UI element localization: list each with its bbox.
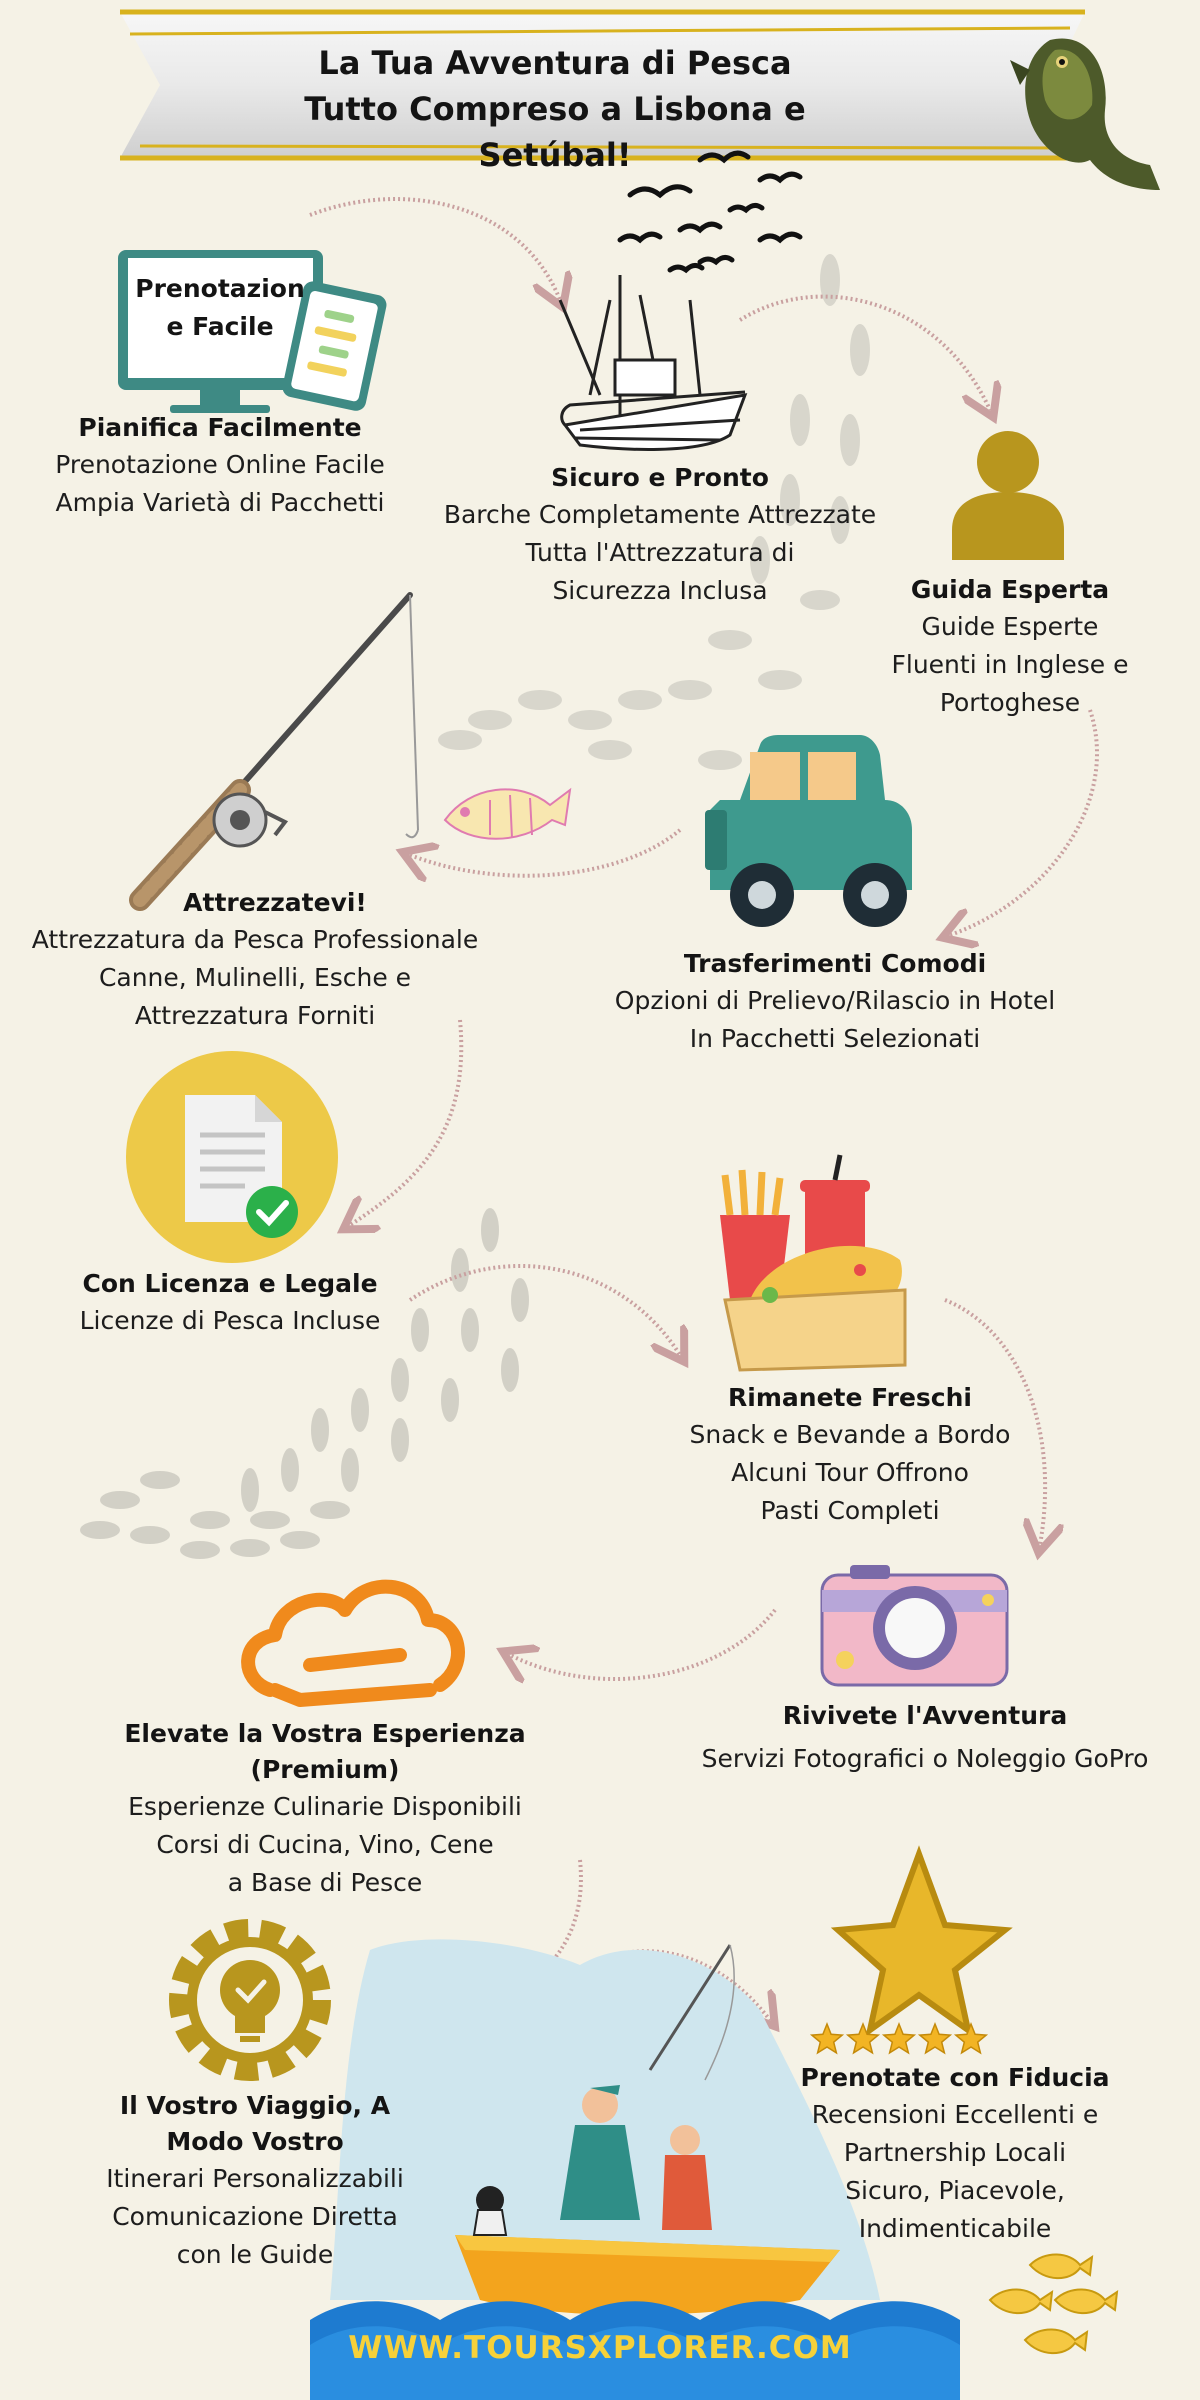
- section-trip-line-3: con le Guide: [176, 2240, 334, 2269]
- birds-icon: [617, 150, 803, 274]
- section-gear-line-3: Attrezzatura Forniti: [134, 1001, 376, 1030]
- section-license: Con Licenza e Legale Licenze di Pesca In…: [50, 1266, 410, 1340]
- section-elevate-line-3: a Base di Pesce: [227, 1868, 423, 1897]
- section-guide: Guida Esperta Guide Esperte Fluenti in I…: [870, 572, 1150, 722]
- yellow-fish-decor: [988, 2253, 1119, 2355]
- section-safe: Sicuro e Pronto Barche Completamente Att…: [430, 460, 890, 610]
- section-safe-line-2: Tutta l'Attrezzatura di: [525, 538, 795, 567]
- section-trust-line-1: Recensioni Eccellenti e: [811, 2100, 1099, 2129]
- fisherman-icon: [330, 1939, 880, 2315]
- section-relive: Rivivete l'Avventura Servizi Fotografici…: [680, 1698, 1170, 1778]
- jeep-icon: [705, 735, 912, 927]
- rating-star: [809, 2021, 845, 2055]
- rating-star: [953, 2021, 989, 2055]
- section-gear-title: Attrezzatevi!: [183, 888, 367, 917]
- section-plan-title: Pianifica Facilmente: [78, 413, 362, 442]
- section-plan-line-2: Ampia Varietà di Pacchetti: [55, 488, 385, 517]
- section-trust: Prenotate con Fiducia Recensioni Eccelle…: [790, 2060, 1120, 2248]
- section-elevate: Elevate la Vostra Esperienza (Premium) E…: [100, 1716, 550, 1902]
- section-trip-title-2: Modo Vostro: [166, 2127, 344, 2156]
- section-safe-line-1: Barche Completamente Attrezzate: [443, 500, 877, 529]
- section-gear: Attrezzatevi! Attrezzatura da Pesca Prof…: [10, 885, 500, 1035]
- section-elevate-line-1: Esperienze Culinarie Disponibili: [128, 1792, 522, 1821]
- section-transfer-title: Trasferimenti Comodi: [683, 949, 987, 978]
- section-fresh: Rimanete Freschi Snack e Bevande a Bordo…: [670, 1380, 1030, 1530]
- section-gear-line-1: Attrezzatura da Pesca Professionale: [31, 925, 479, 954]
- monitor-label-line-1: Prenotazion: [135, 274, 305, 303]
- section-safe-line-3: Sicurezza Inclusa: [552, 576, 768, 605]
- small-fish-icon: [443, 787, 572, 840]
- star-icon: [830, 1845, 1013, 2037]
- camera-icon: [820, 1565, 1009, 1687]
- section-fresh-line-2: Alcuni Tour Offrono: [731, 1458, 969, 1487]
- flow-arrows: [309, 197, 1099, 2040]
- section-elevate-title-1: Elevate la Vostra Esperienza: [124, 1719, 526, 1748]
- section-guide-line-1: Guide Esperte: [921, 612, 1099, 641]
- section-trust-line-4: Indimenticabile: [858, 2214, 1052, 2243]
- monitor-label-line-2: e Facile: [166, 312, 274, 341]
- page-title: La Tua Avventura di Pesca Tutto Compreso…: [230, 40, 880, 178]
- lightbulb-gear-icon: [169, 1919, 331, 2081]
- section-guide-title: Guida Esperta: [910, 575, 1110, 604]
- section-fresh-line-3: Pasti Completi: [760, 1496, 940, 1525]
- monitor-label: Prenotazion e Facile: [125, 270, 315, 346]
- section-guide-line-3: Portoghese: [939, 688, 1081, 717]
- rating-star: [917, 2021, 953, 2055]
- fish-school-middle: [80, 1208, 529, 1559]
- rating-star: [845, 2021, 881, 2055]
- section-trip-title-1: Il Vostro Viaggio, A: [119, 2091, 391, 2120]
- section-safe-title: Sicuro e Pronto: [551, 463, 769, 492]
- rating-stars-icon: [809, 2021, 989, 2055]
- section-gear-line-2: Canne, Mulinelli, Esche e: [98, 963, 412, 992]
- footer-url-link[interactable]: WWW.TOURSXPLORER.COM: [348, 2330, 852, 2366]
- fish-school-top: [438, 254, 870, 770]
- person-icon: [952, 431, 1064, 560]
- section-fresh-title: Rimanete Freschi: [728, 1383, 972, 1412]
- fishing-rod-icon: [129, 592, 419, 911]
- section-transfer-line-2: In Pacchetti Selezionati: [689, 1024, 981, 1053]
- section-elevate-title-2: (Premium): [250, 1755, 400, 1784]
- phone-icon: [282, 281, 387, 411]
- rating-star: [881, 2021, 917, 2055]
- section-trip: Il Vostro Viaggio, A Modo Vostro Itinera…: [80, 2088, 430, 2274]
- section-trust-line-3: Sicuro, Piacevole,: [845, 2176, 1065, 2205]
- food-icon: [720, 1154, 907, 1372]
- fish-icon: [1010, 38, 1160, 190]
- section-relive-title: Rivivete l'Avventura: [782, 1701, 1068, 1730]
- section-trip-line-1: Itinerari Personalizzabili: [106, 2164, 404, 2193]
- section-guide-line-2: Fluenti in Inglese e: [891, 650, 1129, 679]
- section-license-title: Con Licenza e Legale: [82, 1269, 378, 1298]
- boat-icon: [558, 275, 748, 451]
- section-plan: Pianifica Facilmente Prenotazione Online…: [30, 410, 410, 522]
- title-banner: [120, 9, 1085, 161]
- chef-hat-icon: [241, 1579, 465, 1707]
- title-line-1: La Tua Avventura di Pesca: [318, 44, 792, 82]
- section-transfer-line-1: Opzioni di Prelievo/Rilascio in Hotel: [614, 986, 1056, 1015]
- section-transfer: Trasferimenti Comodi Opzioni di Prelievo…: [600, 946, 1070, 1058]
- footer-waves: [310, 2301, 960, 2400]
- section-trip-line-2: Comunicazione Diretta: [112, 2202, 398, 2231]
- section-license-line-1: Licenze di Pesca Incluse: [79, 1306, 381, 1335]
- section-fresh-line-1: Snack e Bevande a Bordo: [689, 1420, 1011, 1449]
- title-line-2: Tutto Compreso a Lisbona e Setúbal!: [304, 90, 806, 174]
- section-elevate-line-2: Corsi di Cucina, Vino, Cene: [156, 1830, 494, 1859]
- section-trust-line-2: Partnership Locali: [843, 2138, 1067, 2167]
- section-plan-line-1: Prenotazione Online Facile: [55, 450, 385, 479]
- monitor-icon: [118, 250, 323, 413]
- section-trust-title: Prenotate con Fiducia: [800, 2063, 1110, 2092]
- section-relive-line-1: Servizi Fotografici o Noleggio GoPro: [701, 1744, 1149, 1773]
- document-check-icon: [126, 1051, 338, 1263]
